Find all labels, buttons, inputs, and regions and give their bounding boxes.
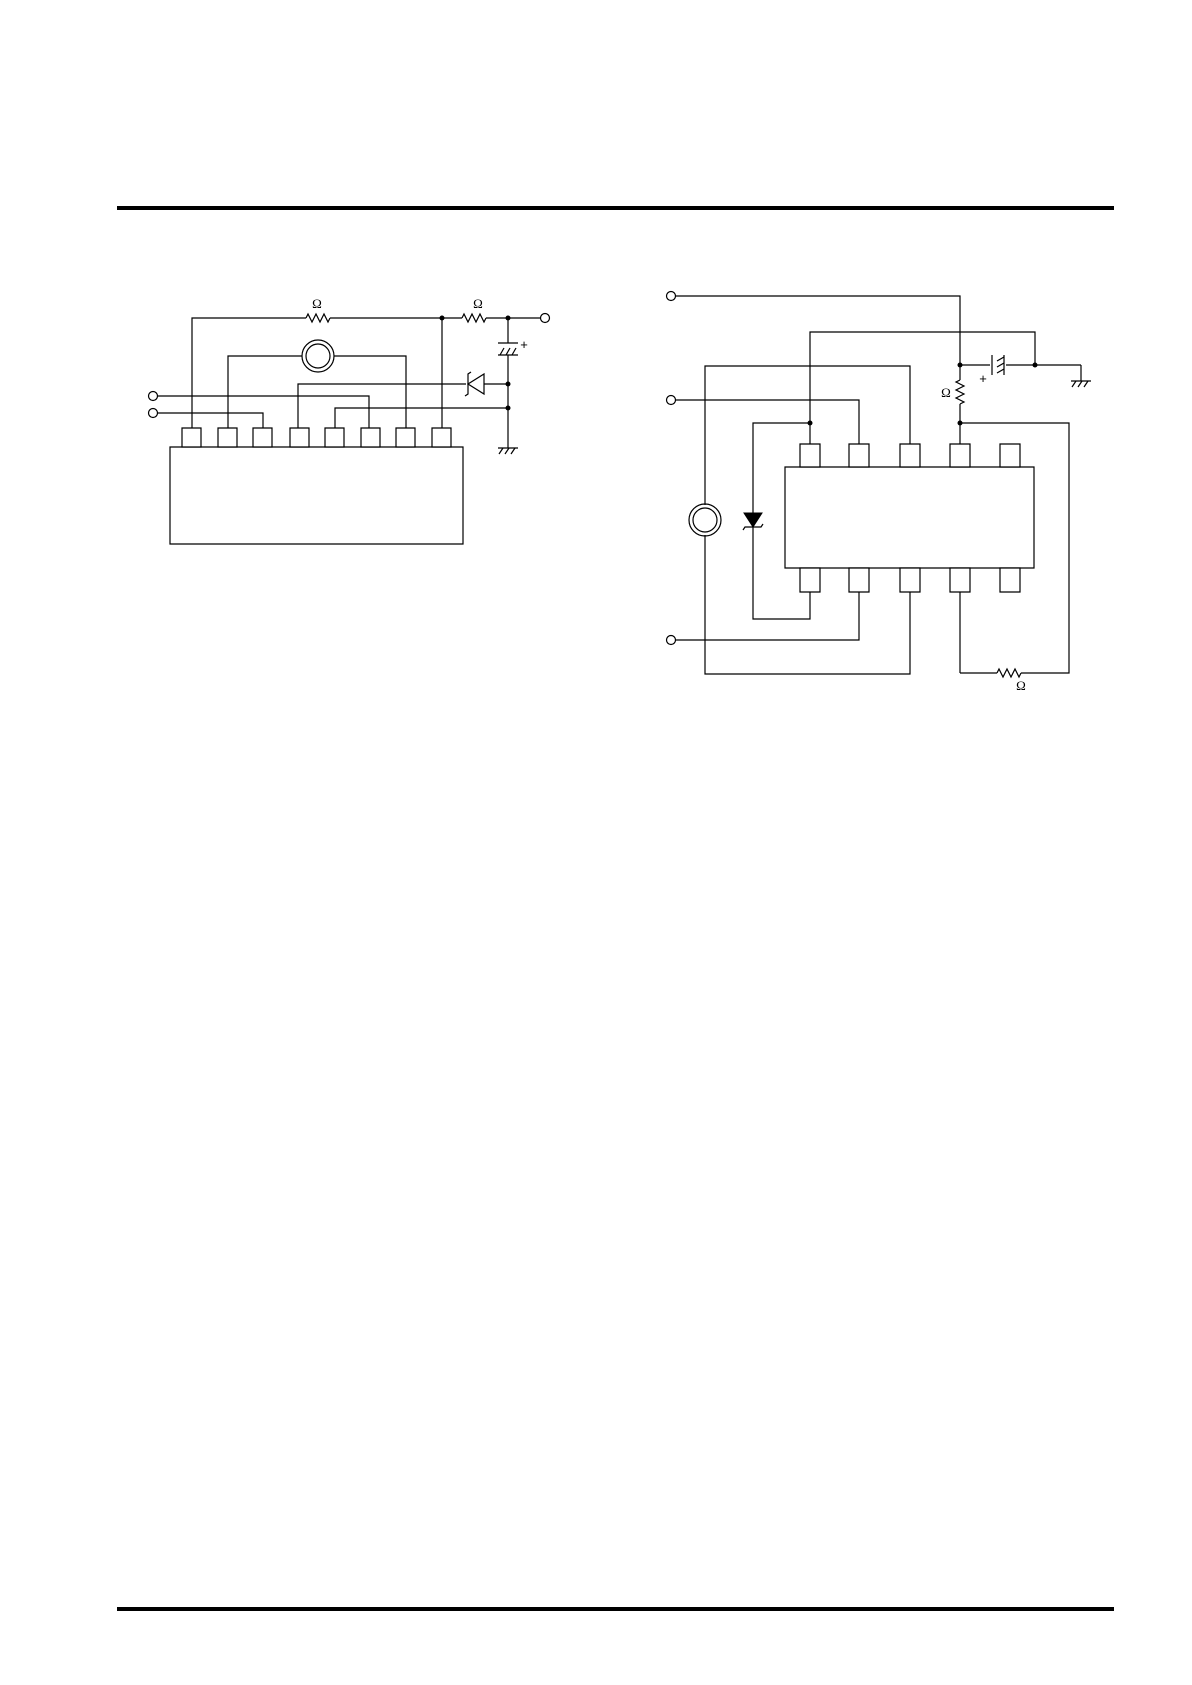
terminal-circle-icon — [149, 392, 158, 401]
right-ic-body — [785, 467, 1034, 568]
right-ic-bottom-pins — [800, 568, 1020, 592]
left-junctions — [440, 316, 511, 411]
left-ic-pin — [218, 428, 237, 447]
left-ic-pin — [361, 428, 380, 447]
right-ic-pin — [849, 444, 869, 467]
terminal-circle-icon — [667, 396, 676, 405]
motor-icon — [689, 504, 721, 536]
resistor-icon — [956, 380, 964, 404]
terminal-circle-icon — [667, 292, 676, 301]
resistor-icon — [997, 669, 1021, 677]
right-ic-pin — [950, 444, 970, 467]
zener-diode-icon — [743, 513, 763, 530]
terminal-circle-icon — [149, 409, 158, 418]
right-circuit-diagram: Ω Ω + — [667, 292, 1092, 694]
zener-diode-icon — [465, 372, 484, 396]
left-ic-pin — [253, 428, 272, 447]
right-resistor-1-label: Ω — [941, 385, 951, 400]
left-ic-pin — [396, 428, 415, 447]
left-ic-pin — [325, 428, 344, 447]
right-ic-pin — [849, 568, 869, 592]
right-ic-top-pins — [800, 444, 1020, 467]
right-ic-pin — [1000, 568, 1020, 592]
right-junctions — [808, 363, 1038, 426]
resistor-icon — [462, 314, 486, 322]
right-ic-pin — [800, 444, 820, 467]
capacitor-icon — [992, 355, 1004, 375]
right-ic-pin — [950, 568, 970, 592]
left-capacitor-polarity: + — [520, 337, 528, 352]
ground-icon — [498, 448, 518, 454]
terminal-circle-icon — [541, 314, 550, 323]
left-ic-pin — [182, 428, 201, 447]
right-ic-pin — [900, 444, 920, 467]
right-ic-pin — [800, 568, 820, 592]
left-resistor-2-label: Ω — [473, 296, 483, 311]
terminal-circle-icon — [667, 636, 676, 645]
right-ic-pin — [1000, 444, 1020, 467]
left-ic-pins — [182, 428, 451, 447]
right-ic-pin — [900, 568, 920, 592]
resistor-icon — [306, 314, 330, 322]
left-resistor-1-label: Ω — [312, 296, 322, 311]
left-circuit-diagram: Ω Ω + — [149, 296, 550, 544]
capacitor-icon — [498, 343, 518, 355]
left-ic-pin — [432, 428, 451, 447]
left-ic-pin — [290, 428, 309, 447]
motor-icon — [302, 340, 334, 372]
right-capacitor-polarity: + — [979, 371, 987, 386]
ground-icon — [1071, 381, 1091, 387]
left-ic-body — [170, 447, 463, 544]
right-resistor-2-label: Ω — [1016, 678, 1026, 693]
